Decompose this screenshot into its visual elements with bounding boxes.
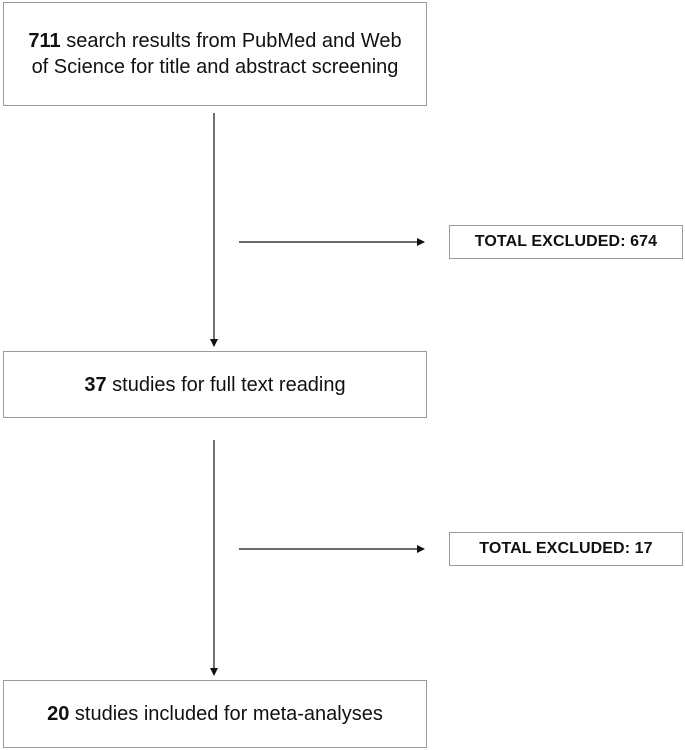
search-results-label: search results from PubMed and Web of Sc… [31,30,402,78]
search-results-text: 711 search results from PubMed and Web o… [20,28,410,80]
full-text-box: 37 studies for full text reading [3,351,427,418]
excluded-box-674: TOTAL EXCLUDED: 674 [449,225,683,259]
included-label: studies included for meta-analyses [69,703,383,725]
excluded-box-17: TOTAL EXCLUDED: 17 [449,532,683,566]
search-results-box: 711 search results from PubMed and Web o… [3,2,427,106]
full-text-text: 37 studies for full text reading [84,372,345,398]
full-text-count: 37 [84,373,107,396]
search-results-count: 711 [28,30,61,52]
excluded-label-674: TOTAL EXCLUDED: 674 [474,233,658,250]
full-text-label: studies for full text reading [106,373,346,396]
included-count: 20 [47,703,70,725]
excluded-label-17: TOTAL EXCLUDED: 17 [479,540,653,557]
included-box: 20 studies included for meta-analyses [3,680,427,748]
included-text: 20 studies included for meta-analyses [47,701,383,727]
